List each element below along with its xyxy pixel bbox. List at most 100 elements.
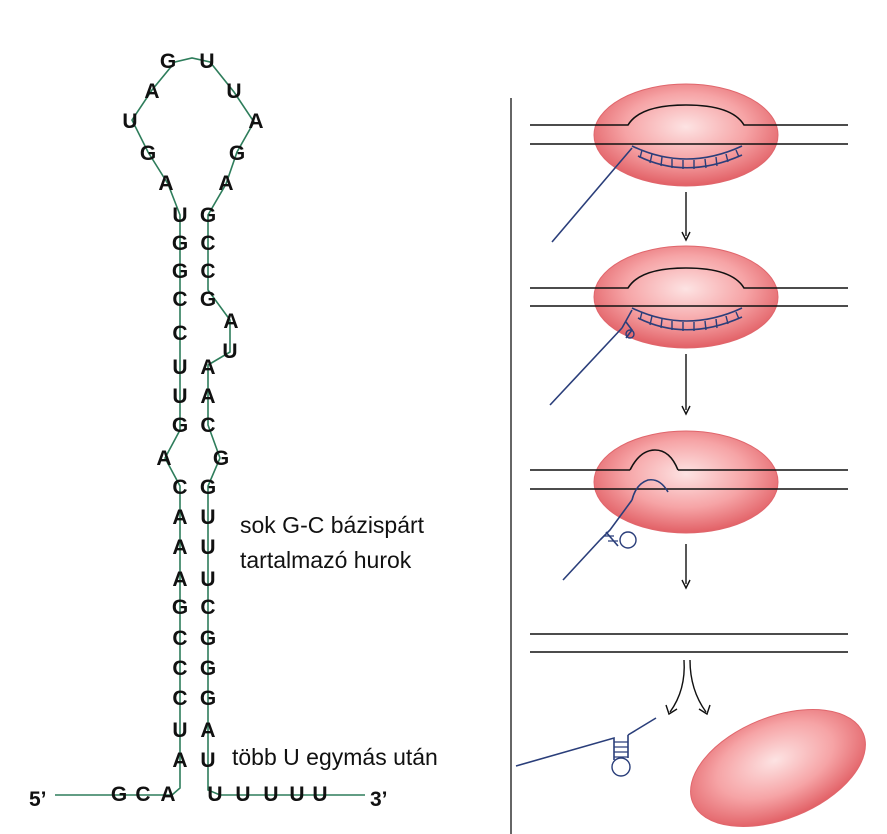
rna-dna-hybrid-rungs bbox=[639, 149, 740, 169]
loop-base: G bbox=[160, 50, 176, 73]
loop-base: A bbox=[144, 80, 159, 103]
hairpin-loop bbox=[611, 757, 631, 777]
u-run-caption: több U egymás után bbox=[232, 744, 438, 770]
stem-left-base: A bbox=[172, 749, 187, 772]
stage-4-release bbox=[515, 633, 866, 828]
stem-left-base: A bbox=[172, 506, 187, 529]
loop-base: U bbox=[199, 50, 214, 73]
rna-dna-hybrid bbox=[637, 154, 743, 169]
stem-left-base: A bbox=[156, 447, 171, 470]
hairpin-loop bbox=[625, 329, 635, 339]
stem-right-base: A bbox=[200, 356, 215, 379]
stem-right-base: G bbox=[200, 476, 216, 499]
rna-polymerase bbox=[593, 245, 779, 349]
stem-left-base: U bbox=[172, 356, 187, 379]
stem-left-base: C bbox=[172, 288, 187, 311]
stem-right-base: G bbox=[200, 627, 216, 650]
stem-right-base: U bbox=[200, 568, 215, 591]
stem-right-base: U bbox=[222, 340, 237, 363]
release-arrow-right-head bbox=[698, 704, 711, 716]
tail-left-base: G bbox=[111, 783, 127, 806]
stem-right-base: G bbox=[200, 288, 216, 311]
dna-bubble-top bbox=[629, 449, 679, 471]
stage-1-elongation bbox=[530, 83, 848, 243]
stem-right-base: A bbox=[223, 310, 238, 333]
loop-base: U bbox=[122, 110, 137, 133]
released-polymerase bbox=[690, 708, 866, 828]
loop-base: U bbox=[226, 80, 241, 103]
hairpin-stem bbox=[599, 499, 633, 547]
three-prime-label: 3’ bbox=[370, 788, 388, 811]
loop-base: A bbox=[218, 172, 233, 195]
stem-right-base: U bbox=[200, 749, 215, 772]
stem-right-base: G bbox=[200, 657, 216, 680]
stem-left: U G G C C U U G A C A A A G C C C U A bbox=[156, 204, 188, 772]
release-arrow-left bbox=[669, 659, 685, 713]
tail-right-base: U bbox=[263, 783, 278, 806]
gc-rich-caption-line1: sok G-C bázispárt bbox=[240, 512, 425, 538]
rna-polymerase bbox=[593, 430, 779, 534]
stem-right-base: C bbox=[200, 232, 215, 255]
five-prime-label: 5’ bbox=[29, 788, 47, 811]
step-arrow-head bbox=[681, 405, 691, 416]
stem-right-base: G bbox=[200, 204, 216, 227]
stem-left-base: G bbox=[172, 596, 188, 619]
tail-right-base: U bbox=[312, 783, 327, 806]
step-arrow-head bbox=[681, 579, 691, 590]
loop-base: G bbox=[140, 142, 156, 165]
stem-left-base: C bbox=[172, 322, 187, 345]
stem-right-base: G bbox=[213, 447, 229, 470]
stem-left-base: G bbox=[172, 232, 188, 255]
dna-bubble-top bbox=[600, 267, 775, 289]
rna-transcript bbox=[549, 327, 623, 406]
tail-left-base: C bbox=[135, 783, 150, 806]
dna-bubble-top bbox=[600, 104, 775, 126]
rna-polymerase bbox=[593, 83, 779, 187]
rna-transcript bbox=[551, 147, 633, 243]
stem-right-base: G bbox=[200, 687, 216, 710]
rna-dna-hybrid bbox=[631, 307, 743, 322]
tail-right-base: U bbox=[235, 783, 250, 806]
loop-base: G bbox=[229, 142, 245, 165]
rna-end-in-bubble bbox=[631, 478, 669, 501]
hairpin-loop bbox=[619, 531, 637, 549]
stem-right-base: U bbox=[200, 536, 215, 559]
loop-base: A bbox=[248, 110, 263, 133]
tail-left-base: A bbox=[160, 783, 175, 806]
stage-2-hairpin-forming bbox=[530, 245, 848, 406]
tail-right-base: U bbox=[289, 783, 304, 806]
release-arrow-right bbox=[689, 659, 707, 713]
stem-left-base: A bbox=[172, 568, 187, 591]
stem-left-base: G bbox=[172, 260, 188, 283]
released-rna-rungs bbox=[614, 741, 628, 758]
stem-right-base: C bbox=[200, 414, 215, 437]
stem-left-base: C bbox=[172, 657, 187, 680]
tail-right-base: U bbox=[207, 783, 222, 806]
stem-right: G C C G A U A A C G G U U U C G G G A U bbox=[200, 204, 239, 772]
stem-left-base: C bbox=[172, 687, 187, 710]
rna-transcript bbox=[562, 539, 601, 581]
rna-backbone bbox=[55, 57, 365, 796]
loop-base: A bbox=[158, 172, 173, 195]
stem-right-base: C bbox=[200, 260, 215, 283]
step-arrow-head bbox=[681, 231, 691, 242]
stem-left-base: U bbox=[172, 719, 187, 742]
stem-left-base: U bbox=[172, 385, 187, 408]
rna-dna-hybrid-rungs bbox=[639, 311, 740, 331]
released-rna bbox=[515, 735, 629, 767]
stem-left-base: C bbox=[172, 627, 187, 650]
hairpin-rungs bbox=[604, 535, 618, 542]
stem-right-base: A bbox=[200, 719, 215, 742]
stem-left-base: C bbox=[172, 476, 187, 499]
release-arrow-left-head bbox=[665, 704, 678, 716]
stem-right-base: C bbox=[200, 596, 215, 619]
stem-left-base: A bbox=[172, 536, 187, 559]
rna-hairpin: G U A U U A G G A A U G G C C U U G A C … bbox=[29, 50, 388, 811]
gc-rich-caption-line2: tartalmazó hurok bbox=[240, 547, 412, 573]
stage-3-hairpin-formed bbox=[530, 430, 848, 581]
stem-right-base: A bbox=[200, 385, 215, 408]
stem-left-base: G bbox=[172, 414, 188, 437]
rna-dna-hybrid bbox=[637, 316, 743, 331]
rna-dna-hybrid bbox=[631, 145, 743, 160]
